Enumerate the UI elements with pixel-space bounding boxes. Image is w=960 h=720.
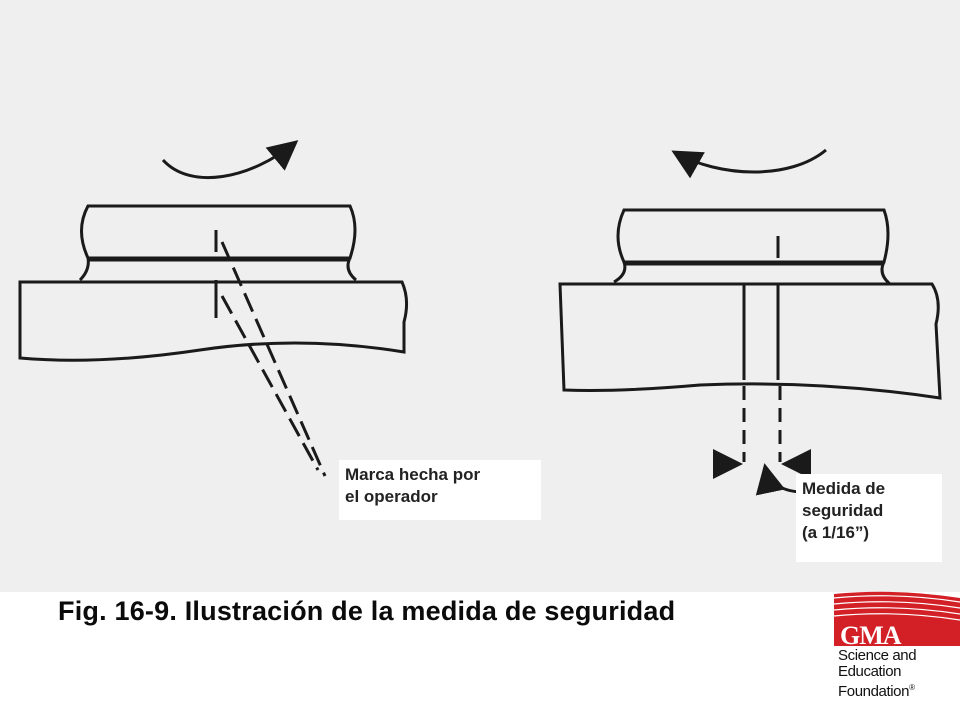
logo-wordmark: Science and Education Foundation® <box>838 647 917 700</box>
left-washer <box>78 257 357 282</box>
safety-measure-label-line-2: seguridad <box>802 501 884 520</box>
logo-line-3: Foundation® <box>838 680 916 700</box>
left-assembly <box>18 140 409 477</box>
operator-mark-label-line-2: el operador <box>345 487 438 506</box>
left-operator-mark-dash-1 <box>220 241 327 477</box>
safety-measure-label: Medida de seguridad (a 1/16”) <box>796 474 942 562</box>
right-base <box>558 282 942 400</box>
logo-line-3-text: Foundation <box>838 683 910 700</box>
figure-caption: Fig. 16-9. Ilustración de la medida de s… <box>58 596 676 626</box>
operator-mark-label: Marca hecha por el operador <box>339 460 541 520</box>
logo-line-1: Science and <box>838 647 917 664</box>
fastener-diagram <box>18 140 942 496</box>
left-operator-mark-dash-2 <box>220 295 320 471</box>
logo-line-2: Education <box>838 663 902 680</box>
left-nut <box>80 204 357 260</box>
right-assembly <box>558 148 942 496</box>
gma-logo <box>833 591 960 646</box>
right-nut <box>616 208 890 264</box>
left-base <box>18 280 409 362</box>
left-rotation-arrow <box>161 140 299 180</box>
logo-name: GMA <box>840 621 902 650</box>
safety-measure-label-line-1: Medida de <box>802 479 886 498</box>
right-rotation-arrow <box>671 148 827 179</box>
right-washer <box>613 261 891 286</box>
operator-mark-label-line-1: Marca hecha por <box>345 465 481 484</box>
right-leader-arrow <box>755 463 801 496</box>
safety-measure-label-line-3: (a 1/16”) <box>802 523 870 542</box>
registered-mark: ® <box>909 683 915 692</box>
